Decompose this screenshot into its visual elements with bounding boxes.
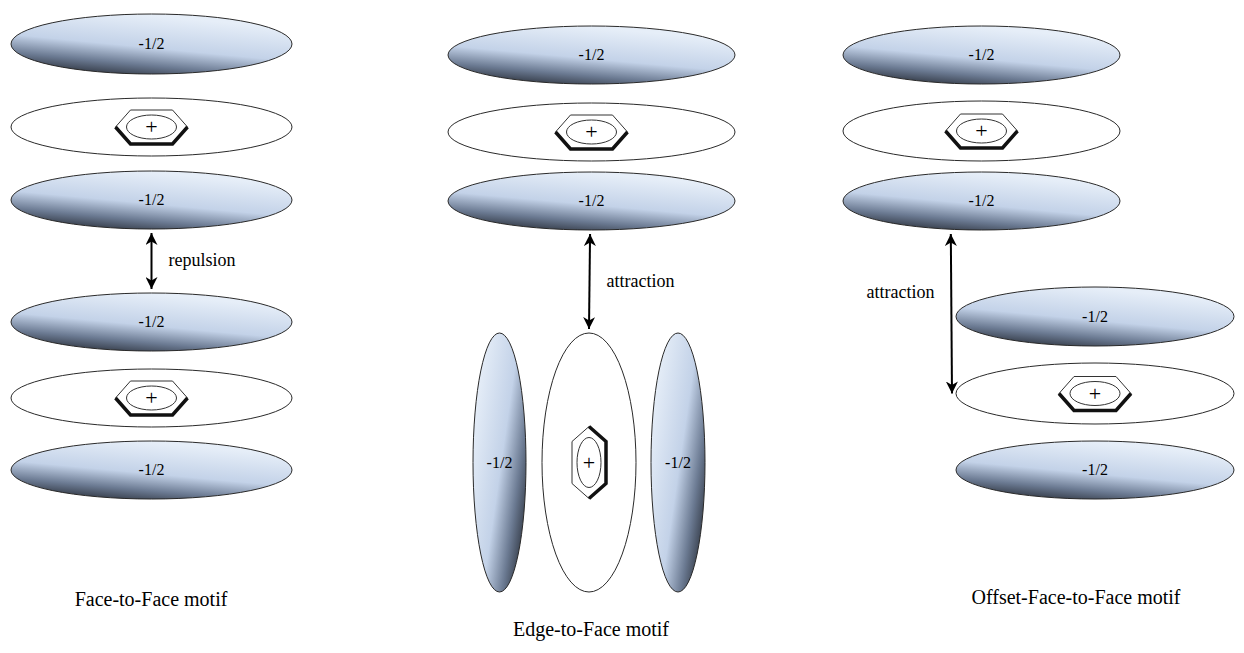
ellipse-body [956,441,1234,499]
charge-sign: + [583,452,595,474]
charge-label: -1/2 [969,47,995,63]
charge-label: -1/2 [969,193,995,209]
ellipse-body [11,14,292,74]
aromatic-ring-ellipse: + [955,362,1235,425]
ellipse-body [473,333,526,592]
charge-sign: + [145,116,157,138]
charge-label: -1/2 [139,314,165,330]
ellipse-body [956,287,1234,346]
charge-label: -1/2 [579,47,605,63]
charge-label: -1/2 [139,462,165,478]
interaction-label: attraction [863,282,937,304]
ellipse-body [11,369,292,427]
benzene-ring [116,381,188,415]
charge-ellipse: -1/2 [447,171,736,231]
ellipse-body [11,98,292,156]
charge-ellipse: -1/2 [447,25,736,85]
interaction-arrow [951,234,952,394]
aromatic-circle [577,438,601,488]
motif-caption: Face-to-Face motif [75,588,228,610]
aromatic-ring-ellipse: + [541,332,637,593]
benzene-ring [116,110,188,144]
interaction-arrow [151,233,153,289]
aromatic-circle [127,386,177,410]
aromatic-ring-ellipse: + [10,97,293,157]
charge-ellipse: -1/2 [10,170,293,230]
ellipse-body [843,101,1120,161]
ellipse-body [11,293,292,351]
charge-ellipse: -1/2 [650,332,706,593]
aromatic-ring-ellipse: + [447,102,736,162]
charge-ellipse: -1/2 [955,286,1235,347]
ellipse-body [11,171,292,229]
charge-label: -1/2 [1082,309,1108,325]
charge-sign: + [145,387,157,409]
aromatic-ring-ellipse: + [10,368,293,428]
ellipse-body [448,26,735,84]
benzene-ring [572,427,606,499]
charge-sign: + [585,121,597,143]
charge-ellipse: -1/2 [955,440,1235,500]
aromatic-ring-ellipse: + [842,100,1121,162]
motif-caption: Offset-Face-to-Face motif [972,586,1181,608]
charge-ellipse: -1/2 [10,440,293,500]
charge-label: -1/2 [579,193,605,209]
charge-ellipse: -1/2 [842,171,1121,231]
ellipse-body [11,441,292,499]
charge-label: -1/2 [487,455,513,471]
charge-label: -1/2 [1082,462,1108,478]
benzene-ring [556,115,628,149]
benzene-ring [1059,377,1131,411]
ellipse-body [448,103,735,161]
aromatic-circle [127,115,177,139]
charge-sign: + [1089,383,1101,405]
interaction-label: attraction [604,271,678,293]
ellipse-body [843,26,1120,84]
aromatic-circle [957,119,1007,143]
motif-caption: Edge-to-Face motif [513,618,669,640]
ellipse-body [956,363,1234,424]
ellipse-body [448,172,735,230]
benzene-ring [946,114,1018,148]
charge-ellipse: -1/2 [842,25,1121,85]
aromatic-circle [567,120,617,144]
charge-ellipse: -1/2 [472,332,527,593]
ellipse-body [843,172,1120,230]
charge-label: -1/2 [139,36,165,52]
charge-label: -1/2 [139,192,165,208]
interaction-label: repulsion [166,250,239,272]
charge-ellipse: -1/2 [10,13,293,75]
charge-sign: + [975,120,987,142]
ellipse-body [542,333,636,592]
aromatic-circle [1070,382,1120,406]
interaction-arrow [589,234,590,329]
charge-ellipse: -1/2 [10,292,293,352]
ellipse-body [651,333,705,592]
charge-label: -1/2 [665,455,691,471]
